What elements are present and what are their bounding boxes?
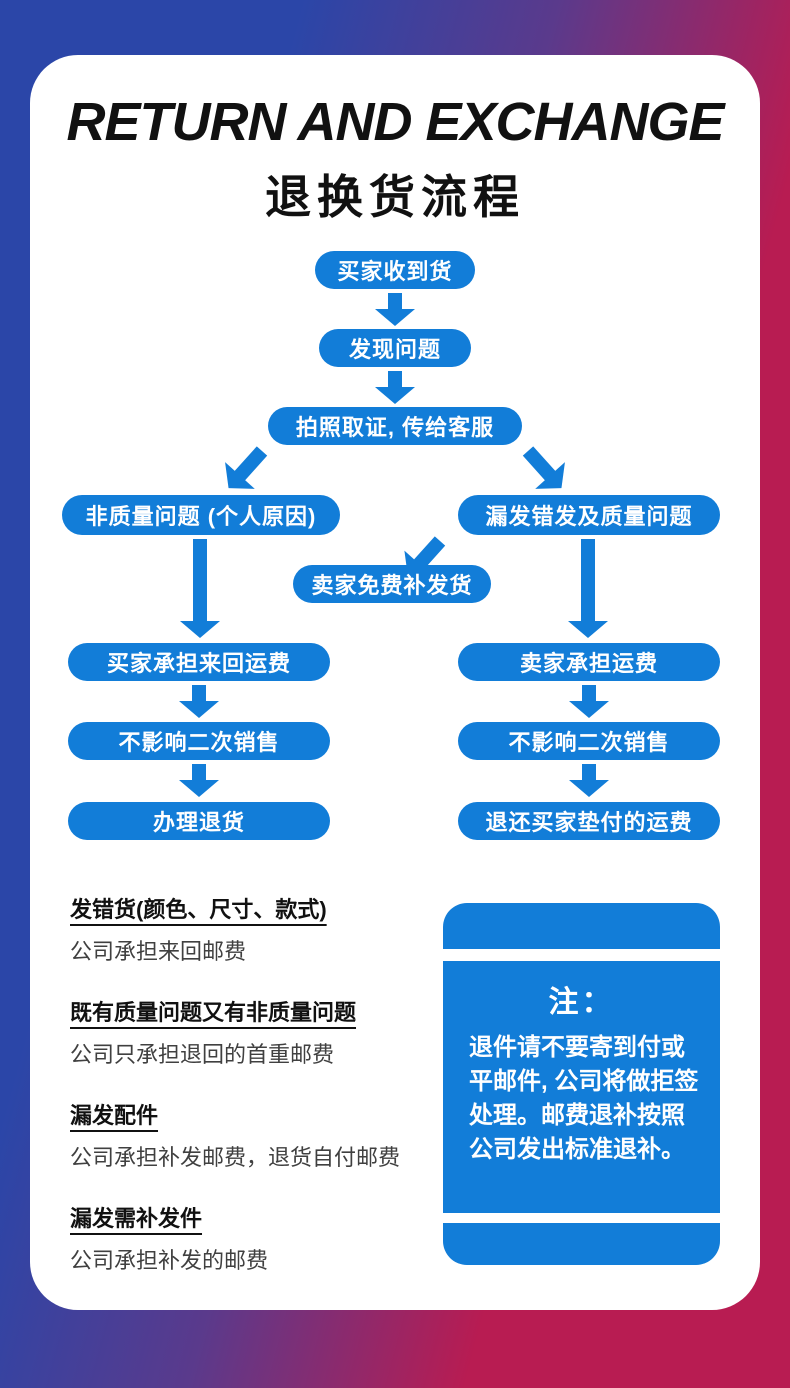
- flow-step-find-problem: 发现问题: [319, 329, 471, 367]
- flow-branch-quality: 漏发错发及质量问题: [458, 495, 720, 535]
- policy-desc: 公司承担来回邮费: [70, 939, 247, 964]
- policy-desc: 公司只承担退回的首重邮费: [70, 1042, 335, 1067]
- note-body: 退件请不要寄到付或平邮件, 公司将做拒签处理。邮费退补按照公司发出标准退补。: [469, 1034, 699, 1164]
- note-box-footer-bar: [443, 1223, 720, 1265]
- flow-branch-non-quality: 非质量问题 (个人原因): [62, 495, 340, 535]
- policy-term: 发错货(颜色、尺寸、款式): [70, 897, 327, 922]
- flow-step-photo-evidence: 拍照取证, 传给客服: [268, 407, 522, 445]
- policy-item: 漏发需补发件 公司承担补发的邮费: [70, 1206, 448, 1274]
- arrow-down-icon: [568, 539, 608, 638]
- arrow-down-left-icon: [214, 438, 277, 502]
- arrow-down-icon: [179, 764, 219, 797]
- flow-left-buyer-shipping: 买家承担来回运费: [68, 643, 330, 681]
- note-box: 注： 退件请不要寄到付或平邮件, 公司将做拒签处理。邮费退补按照公司发出标准退补…: [443, 961, 720, 1213]
- flow-step-receive-goods: 买家收到货: [315, 251, 475, 289]
- arrow-down-icon: [569, 764, 609, 797]
- policy-desc: 公司承担补发邮费，退货自付邮费: [70, 1145, 401, 1170]
- policy-term: 漏发需补发件: [70, 1206, 203, 1231]
- arrow-down-icon: [375, 293, 415, 326]
- policy-term: 漏发配件: [70, 1103, 159, 1128]
- arrow-down-icon: [180, 539, 220, 638]
- policy-term: 既有质量问题又有非质量问题: [70, 1000, 357, 1025]
- policy-desc: 公司承担补发的邮费: [70, 1248, 269, 1273]
- flow-right-seller-shipping: 卖家承担运费: [458, 643, 720, 681]
- policy-item: 漏发配件 公司承担补发邮费，退货自付邮费: [70, 1103, 448, 1171]
- policy-item: 既有质量问题又有非质量问题 公司只承担退回的首重邮费: [70, 1000, 448, 1068]
- arrow-down-icon: [569, 685, 609, 718]
- flow-left-no-resale-impact: 不影响二次销售: [68, 722, 330, 760]
- flow-left-process-return: 办理退货: [68, 802, 330, 840]
- policy-list: 发错货(颜色、尺寸、款式) 公司承担来回邮费 既有质量问题又有非质量问题 公司只…: [70, 897, 448, 1309]
- page-title: RETURN AND EXCHANGE: [66, 92, 724, 152]
- content-card: RETURN AND EXCHANGE 退换货流程 买家收到货 发现问题 拍照取…: [30, 55, 760, 1310]
- flow-right-no-resale-impact: 不影响二次销售: [458, 722, 720, 760]
- note-title: 注：: [548, 986, 615, 1019]
- page-subtitle: 退换货流程: [265, 171, 525, 223]
- flow-step-free-reship: 卖家免费补发货: [293, 565, 491, 603]
- policy-item: 发错货(颜色、尺寸、款式) 公司承担来回邮费: [70, 897, 448, 965]
- arrow-down-icon: [375, 371, 415, 404]
- arrow-down-icon: [179, 685, 219, 718]
- arrow-down-right-icon: [513, 438, 576, 502]
- note-box-header-bar: [443, 903, 720, 949]
- flow-right-refund-shipping: 退还买家垫付的运费: [458, 802, 720, 840]
